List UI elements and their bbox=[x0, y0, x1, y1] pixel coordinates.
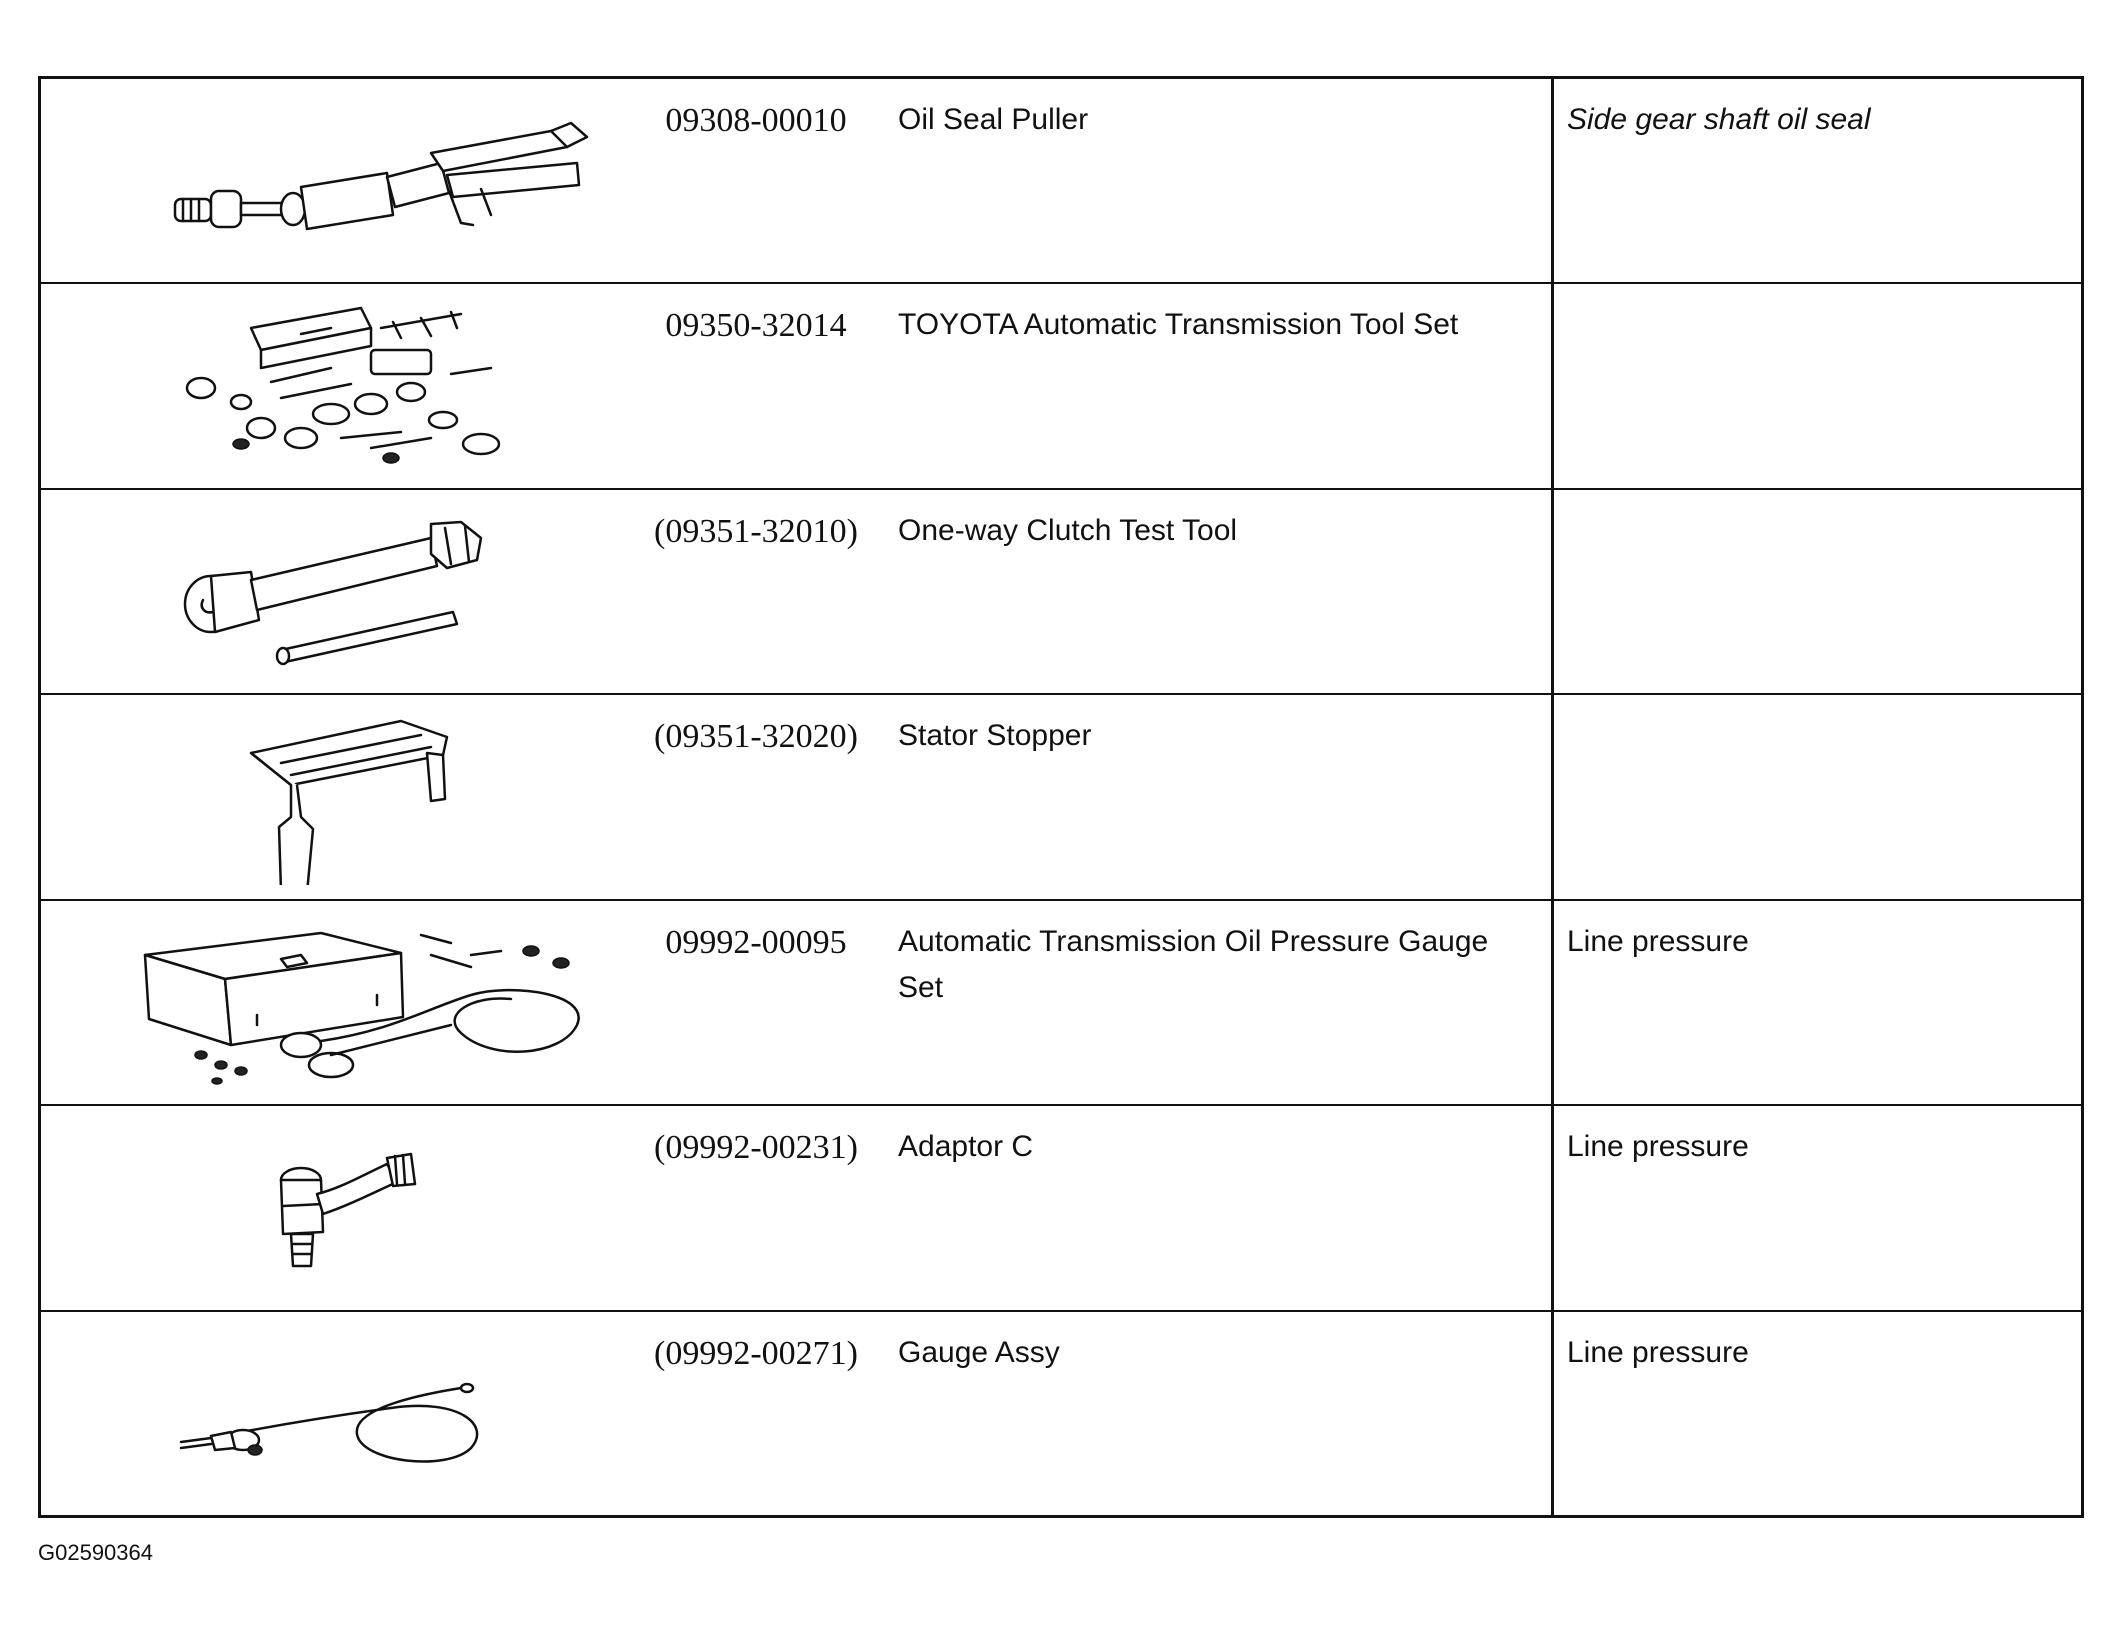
column-divider bbox=[1551, 284, 1554, 488]
tool-set-icon bbox=[185, 307, 501, 465]
part-number: 09992-00095 bbox=[665, 923, 847, 961]
gauge-set-icon bbox=[143, 931, 580, 1085]
tool-name: Oil Seal Puller bbox=[898, 103, 1089, 136]
table-row: 09992-00095 Automatic Transmission Oil P… bbox=[41, 900, 2081, 1107]
usage-note: Side gear shaft oil seal bbox=[1567, 103, 1871, 136]
tool-name: Adaptor C bbox=[898, 1130, 1034, 1164]
column-divider bbox=[1551, 489, 1554, 694]
usage-note: Line pressure bbox=[1567, 1130, 1749, 1164]
part-number: 09350-32014 bbox=[665, 307, 847, 345]
column-divider bbox=[1551, 79, 1554, 283]
column-divider bbox=[1551, 900, 1554, 1105]
adaptor-icon bbox=[279, 1152, 417, 1268]
special-service-tools-table: 09308-00010 Oil Seal Puller Side gear sh… bbox=[38, 76, 2084, 1518]
tool-name: Automatic Transmission Oil Pressure Gaug… bbox=[898, 924, 1489, 1004]
part-number: (09992-00231) bbox=[654, 1129, 858, 1167]
tool-name: Stator Stopper bbox=[898, 719, 1092, 753]
oil-seal-puller-icon bbox=[173, 121, 589, 231]
table-row: (09351-32020) Stator Stopper bbox=[41, 695, 2081, 901]
usage-note: Line pressure bbox=[1567, 1335, 1749, 1369]
figure-code: G02590364 bbox=[38, 1540, 153, 1565]
column-divider bbox=[1551, 1106, 1554, 1310]
gauge-assy-icon bbox=[179, 1382, 479, 1463]
table-row: 09350-32014 TOYOTA Automatic Transmissio… bbox=[41, 284, 2081, 490]
clutch-test-tool-icon bbox=[183, 520, 483, 666]
tool-name: One-way Clutch Test Tool bbox=[898, 513, 1238, 547]
part-number: 09308-00010 bbox=[665, 102, 847, 139]
tool-name: TOYOTA Automatic Transmission Tool Set bbox=[898, 308, 1459, 342]
table-row: (09992-00231) Adaptor C Line pressure bbox=[41, 1106, 2081, 1312]
tool-name: Gauge Assy bbox=[898, 1335, 1060, 1369]
table-row: (09992-00271) Gauge Assy Line pressure bbox=[41, 1311, 2081, 1515]
part-number: (09351-32020) bbox=[654, 718, 858, 756]
stator-stopper-icon bbox=[249, 720, 449, 886]
usage-note: Line pressure bbox=[1567, 924, 1749, 958]
column-divider bbox=[1551, 695, 1554, 899]
column-divider bbox=[1551, 1311, 1554, 1515]
part-number: (09351-32010) bbox=[654, 512, 858, 550]
table-row: (09351-32010) One-way Clutch Test Tool bbox=[41, 489, 2081, 696]
table-row: 09308-00010 Oil Seal Puller Side gear sh… bbox=[41, 79, 2081, 285]
part-number: (09992-00271) bbox=[654, 1334, 858, 1372]
